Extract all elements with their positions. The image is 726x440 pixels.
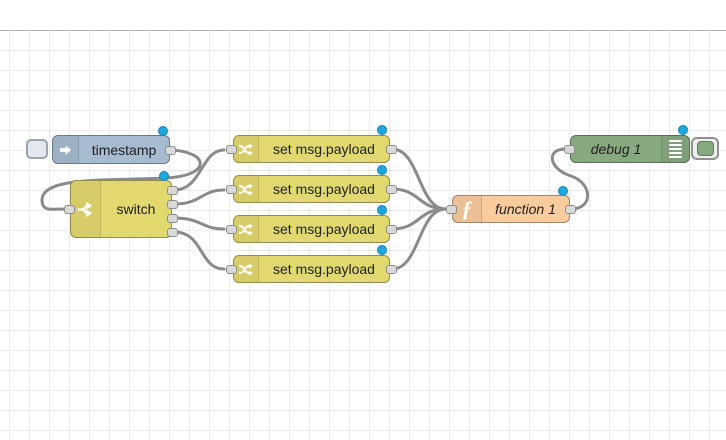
inject-arrow-icon	[59, 144, 72, 155]
change-2-output-port[interactable]	[386, 185, 397, 194]
change-4-output-port[interactable]	[386, 265, 397, 274]
node-change-4[interactable]: set msg.payload	[226, 255, 397, 283]
wire-function-to-debug[interactable]	[551, 147, 590, 211]
modified-indicator-inject	[158, 126, 168, 136]
debug-toggle-button[interactable]	[691, 137, 719, 160]
shuffle-icon	[238, 143, 253, 155]
change-1-output-port[interactable]	[386, 145, 397, 154]
change-4-input-port[interactable]	[226, 265, 237, 274]
node-label: set msg.payload	[273, 181, 375, 197]
function-input-port[interactable]	[446, 205, 457, 214]
wire-switch1-to-change1[interactable]	[172, 148, 226, 192]
modified-indicator-change-3	[377, 205, 387, 215]
wire-switch4-to-change4[interactable]	[172, 230, 226, 271]
node-debug[interactable]: debug 1	[564, 135, 690, 163]
modified-indicator-change-2	[377, 165, 387, 175]
modified-indicator-change-1	[377, 125, 387, 135]
change-icon-region	[234, 176, 259, 202]
shuffle-icon	[238, 263, 253, 275]
change-icon-region	[234, 136, 259, 162]
node-change-3[interactable]: set msg.payload	[226, 215, 397, 243]
change-icon-region	[234, 256, 259, 282]
switch-input-port[interactable]	[64, 205, 75, 214]
shuffle-icon	[238, 183, 253, 195]
node-label: set msg.payload	[273, 141, 375, 157]
debug-list-icon	[669, 140, 682, 158]
node-label: timestamp	[91, 141, 157, 158]
wire-switch3-to-change3[interactable]	[172, 216, 226, 231]
node-inject-timestamp[interactable]: timestamp	[52, 135, 176, 164]
inject-button[interactable]	[26, 139, 48, 159]
modified-indicator-switch	[159, 171, 169, 181]
modified-indicator-function	[558, 186, 568, 196]
node-switch[interactable]: switch	[64, 180, 178, 238]
node-function[interactable]: ƒ function 1	[446, 195, 576, 223]
change-2-input-port[interactable]	[226, 185, 237, 194]
debug-icon-region	[661, 136, 689, 162]
node-label: function 1	[495, 201, 556, 217]
function-f-icon: ƒ	[461, 196, 473, 221]
shuffle-icon	[238, 223, 253, 235]
change-3-output-port[interactable]	[386, 225, 397, 234]
function-icon-region: ƒ	[453, 196, 482, 222]
modified-indicator-debug	[678, 125, 688, 135]
node-label: debug 1	[590, 141, 642, 157]
debug-input-port[interactable]	[564, 145, 575, 154]
switch-icon-region	[71, 181, 101, 237]
switch-output-port-4[interactable]	[167, 228, 178, 237]
node-change-2[interactable]: set msg.payload	[226, 175, 397, 203]
node-label: switch	[116, 201, 156, 217]
inject-icon-region	[53, 136, 79, 163]
modified-indicator-change-4	[377, 245, 387, 255]
node-change-1[interactable]: set msg.payload	[226, 135, 397, 163]
switch-output-port-3[interactable]	[167, 214, 178, 223]
node-label: set msg.payload	[273, 261, 375, 277]
change-icon-region	[234, 216, 259, 242]
switch-output-port-2[interactable]	[167, 200, 178, 209]
inject-output-port[interactable]	[165, 146, 176, 155]
function-output-port[interactable]	[565, 205, 576, 214]
switch-output-port-1[interactable]	[167, 186, 178, 195]
wire-switch2-to-change2[interactable]	[172, 188, 226, 206]
change-1-input-port[interactable]	[226, 145, 237, 154]
debug-toggle-state	[697, 141, 714, 156]
change-3-input-port[interactable]	[226, 225, 237, 234]
canvas-top-margin	[0, 0, 726, 31]
node-label: set msg.payload	[273, 221, 375, 237]
switch-fork-icon	[78, 201, 92, 217]
wire-change4-to-function[interactable]	[390, 207, 448, 271]
